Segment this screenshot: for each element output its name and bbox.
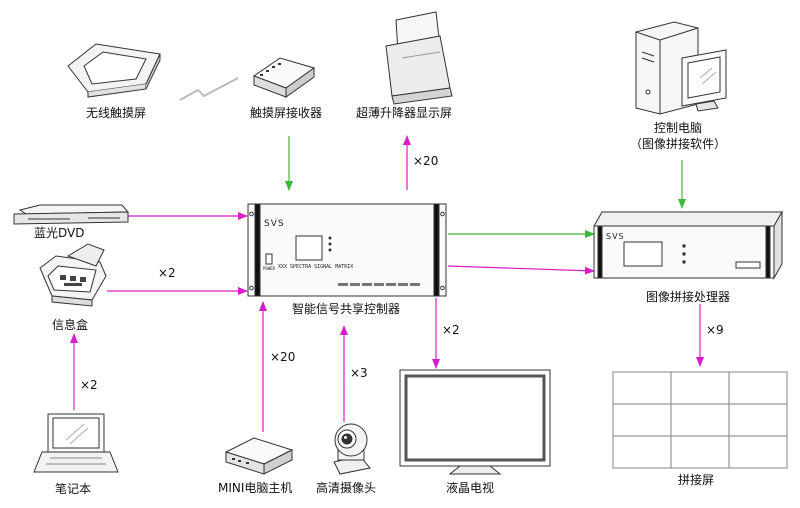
splicer-label: 图像拼接处理器 — [646, 290, 731, 304]
bluray-label: 蓝光DVD — [34, 226, 85, 240]
touch-receiver-label: 触摸屏接收器 — [250, 106, 323, 120]
mini-pc-device — [224, 437, 294, 475]
matrix-power-label: POWER — [263, 266, 276, 271]
info-box-device — [39, 243, 107, 307]
video-wall-label: 拼接屏 — [678, 473, 715, 487]
matrix-brand: SVS — [264, 219, 285, 229]
info-box-label: 信息盒 — [52, 318, 89, 332]
lcd-tv-device — [399, 369, 551, 475]
control-pc-device — [635, 21, 727, 115]
minipc-multiplier: ×20 — [270, 350, 296, 364]
ultrathin-display-label: 超薄升降器显示屏 — [356, 106, 453, 120]
infobox-multiplier: ×2 — [158, 266, 176, 280]
camera-multiplier: ×3 — [350, 366, 368, 380]
bluray-device — [13, 204, 130, 225]
hd-camera-label: 高清摄像头 — [316, 481, 377, 495]
control-pc-label-2: （图像拼接软件） — [630, 137, 727, 151]
wireless-touch-device — [67, 43, 161, 98]
display-multiplier: ×20 — [413, 154, 439, 168]
splicer-device — [593, 210, 783, 280]
control-pc-label-1: 控制电脑 — [654, 121, 703, 135]
mini-pc-label: MINI电脑主机 — [218, 481, 293, 495]
link-matrix-to-splicer-2 — [447, 265, 595, 275]
splicer-brand: SVS — [606, 232, 625, 241]
matrix-device — [247, 203, 447, 297]
laptop-device — [33, 413, 119, 473]
hd-camera-device — [333, 423, 371, 475]
ultrathin-display-device — [385, 11, 453, 105]
matrix-model-text: XXX SPECTRA SIGNAL MATRIX — [278, 264, 354, 270]
wireless-touch-label: 无线触摸屏 — [86, 106, 147, 120]
laptop-label: 笔记本 — [55, 482, 92, 496]
matrix-label: 智能信号共享控制器 — [292, 302, 401, 316]
wireless-signal-icon — [179, 77, 239, 101]
lcd-tv-label: 液晶电视 — [446, 481, 495, 495]
tv-multiplier: ×2 — [442, 323, 460, 337]
wall-multiplier: ×9 — [706, 323, 724, 337]
touch-receiver-device — [252, 57, 316, 98]
laptop-multiplier: ×2 — [80, 378, 98, 392]
connections — [70, 135, 704, 432]
video-wall-device — [612, 371, 788, 469]
